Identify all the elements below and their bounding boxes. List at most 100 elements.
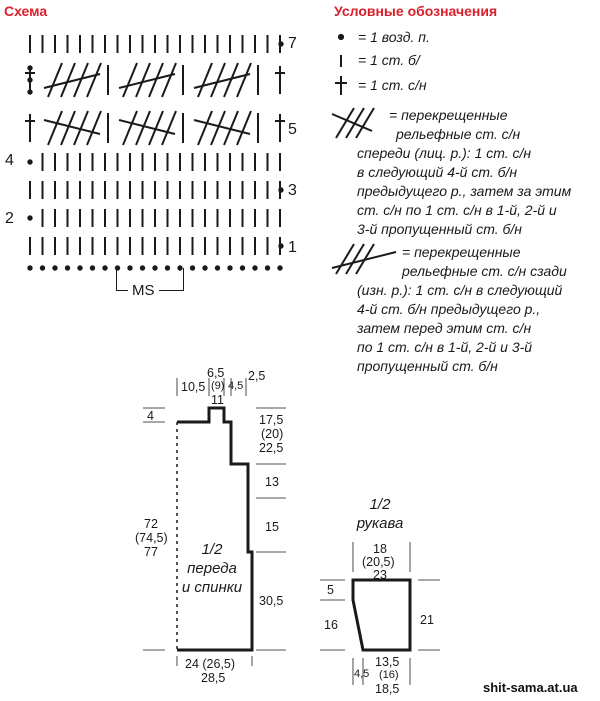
legend-front-line-4: в следующий 4-й ст. б/н — [357, 164, 518, 180]
sleeve-bottom-left: 4,5 — [354, 668, 370, 680]
neck-width-c: 11 — [211, 393, 224, 407]
turning-chain-icon — [27, 215, 33, 221]
cross-dc-icon — [210, 62, 226, 98]
crochet-chart — [25, 35, 285, 271]
neck-width-b: (9) — [211, 380, 225, 392]
turning-chain-icon — [27, 77, 33, 83]
cross-dc-icon — [193, 119, 251, 135]
shoulder-b: 2,5 — [248, 369, 266, 383]
cross-dc-icon — [60, 62, 76, 98]
back-cross-symbol-icon — [331, 243, 397, 275]
sleeve-label: 1/2 рукава — [345, 495, 415, 533]
sleeve-label-line-1: 1/2 — [369, 496, 391, 513]
row-number-4: 4 — [5, 152, 14, 169]
height-30: 30,5 — [259, 594, 284, 608]
cross-dc-icon — [47, 110, 63, 146]
neck-width-a: 6,5 — [207, 366, 225, 380]
sleeve-top-a: 18 — [373, 542, 387, 556]
sleeve-bottom-a: 13,5 — [375, 655, 400, 669]
cross-dc-icon — [148, 62, 164, 98]
legend-symbols — [331, 33, 397, 275]
shoulder-drop: 4 — [147, 409, 154, 423]
height-15: 15 — [265, 520, 279, 534]
chain-stitch-icon — [52, 265, 58, 271]
sleeve-outline — [351, 578, 412, 652]
chain-stitch-icon — [77, 265, 83, 271]
cross-dc-icon — [86, 110, 102, 146]
chain-stitch-icon — [239, 265, 246, 271]
cross-dc-icon — [47, 62, 63, 98]
cross-dc-icon — [86, 62, 102, 98]
turning-chain-icon — [27, 89, 33, 95]
legend-back-line-1: = перекрещенные — [402, 244, 521, 260]
legend-sc-text: = 1 ст. б/ — [358, 52, 420, 68]
cross-dc-icon — [122, 62, 138, 98]
cross-dc-icon — [43, 119, 101, 135]
sleeve-label-line-2: рукава — [356, 515, 404, 532]
legend-title: Условные обозначения — [334, 3, 498, 19]
sleeve-dimension-lines — [320, 542, 440, 685]
turning-chain-icon — [278, 243, 284, 249]
row-number-7: 7 — [288, 35, 297, 52]
chain-stitch-icon — [127, 265, 133, 271]
legend-chain-text: = 1 возд. п. — [358, 29, 430, 45]
cross-dc-icon — [148, 110, 164, 146]
bottom-width-b: 28,5 — [201, 671, 226, 685]
body-label: 1/2 переда и спинки — [172, 540, 252, 597]
turning-chain-icon — [27, 65, 33, 71]
cross-dc-icon — [73, 62, 89, 98]
shoulder-a: 4,5 — [228, 380, 244, 392]
watermark: shit-sama.at.ua — [483, 680, 578, 695]
total-height-a: 72 — [144, 517, 158, 531]
legend-back-line-2: рельефные ст. с/н сзади — [402, 263, 567, 279]
legend-back-line-3: (изн. р.): 1 ст. с/н в следующий — [357, 282, 563, 298]
legend-front-line-5: предыдущего р., затем за этим — [357, 183, 572, 199]
chain-stitch-icon — [39, 265, 46, 271]
chain-stitch-icon — [214, 265, 221, 271]
legend-front-line-1: = перекрещенные — [389, 107, 508, 123]
total-height-b: (74,5) — [135, 531, 168, 545]
legend-front-line-2: рельефные ст. с/н — [396, 126, 521, 142]
total-height-c: 77 — [144, 545, 158, 559]
chain-stitch-icon — [252, 265, 258, 271]
top-left-width: 10,5 — [181, 380, 206, 394]
chain-stitch-icon — [277, 265, 283, 271]
legend-dc-text: = 1 ст. с/н — [358, 77, 427, 93]
sleeve-bottom-c: 18,5 — [375, 682, 400, 696]
cross-dc-icon — [122, 110, 138, 146]
cross-dc-icon — [223, 62, 239, 98]
chain-symbol-icon — [337, 33, 345, 41]
cross-dc-icon — [135, 110, 151, 146]
turning-chain-icon — [278, 41, 284, 47]
legend-front-line-7: 3-й пропущенный ст. б/н — [357, 221, 522, 237]
scheme-title: Схема — [4, 3, 48, 19]
upper-height-b: (20) — [261, 427, 284, 441]
turning-chain-icon — [27, 159, 33, 165]
cross-dc-icon — [223, 110, 239, 146]
cross-dc-icon — [210, 110, 226, 146]
upper-height-a: 17,5 — [259, 413, 284, 427]
legend-back-line-7: пропущенный ст. б/н — [357, 358, 498, 374]
ms-label: MS — [128, 282, 159, 299]
sleeve-right-height: 21 — [420, 613, 434, 627]
chain-stitch-icon — [189, 265, 196, 271]
height-13: 13 — [265, 475, 279, 489]
legend-back-line-6: по 1 ст. с/н в 1-й, 2-й и 3-й — [357, 339, 533, 355]
legend-back-line-5: затем перед этим ст. с/н — [357, 320, 532, 336]
chain-stitch-icon — [177, 265, 183, 271]
sleeve-top-b: (20,5) — [362, 555, 395, 569]
body-outline — [177, 406, 254, 652]
chain-stitch-icon — [227, 265, 233, 271]
chain-stitch-icon — [102, 265, 108, 271]
legend-back-line-4: 4-й ст. б/н предыдущего р., — [357, 301, 541, 317]
sleeve-top-c: 23 — [373, 568, 387, 582]
dc-symbol-icon — [335, 76, 347, 95]
body-dimension-lines — [143, 378, 286, 666]
row-number-2: 2 — [5, 210, 14, 227]
cross-dc-icon — [161, 110, 177, 146]
cross-dc-icon — [118, 73, 176, 89]
cross-dc-icon — [236, 62, 252, 98]
chain-stitch-icon — [164, 265, 171, 271]
row-number-5: 5 — [288, 121, 297, 138]
